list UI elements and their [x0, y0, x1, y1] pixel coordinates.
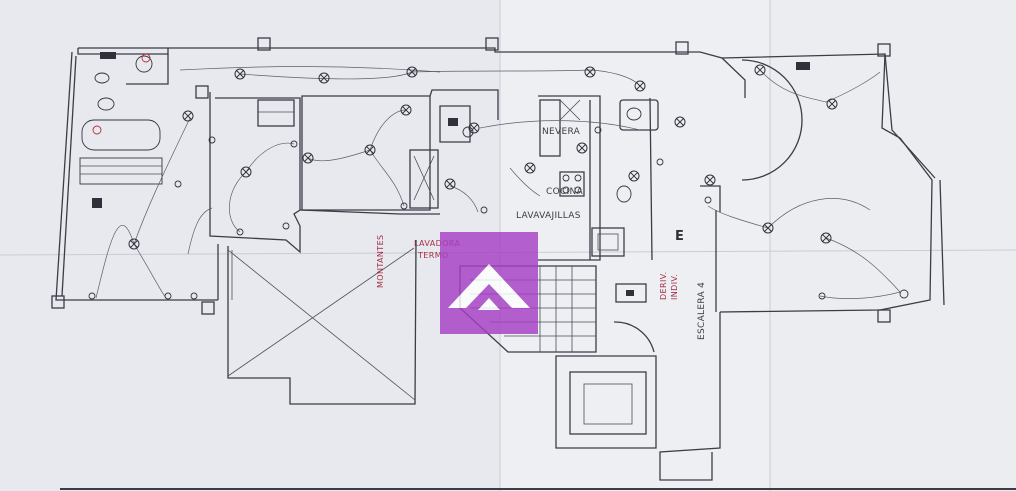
paper-panel-middle [500, 0, 770, 491]
electrical-wiring [95, 66, 901, 299]
switch-box-icon [100, 52, 116, 59]
shower-tray-icon [591, 227, 625, 257]
switch-box-icon [92, 198, 102, 208]
socket-icon [480, 206, 488, 214]
lamp-icon [182, 110, 194, 122]
socket-icon [290, 140, 298, 148]
red-outlet-icon [92, 125, 102, 135]
socket-icon [174, 180, 182, 188]
socket-icon [594, 126, 602, 134]
socket-icon [400, 202, 408, 210]
socket-icon [704, 196, 712, 204]
house-logo-icon [448, 264, 530, 310]
label-deriv-line-1: DERIV. [659, 271, 668, 300]
socket-icon [818, 292, 826, 300]
bidet-icon [94, 72, 110, 84]
lamp-icon [762, 222, 774, 234]
lamp-icon [318, 72, 330, 84]
wardrobe-icon [409, 149, 439, 209]
socket-icon [656, 158, 664, 166]
terrace-area [227, 239, 417, 405]
lamp-icon [628, 170, 640, 182]
label-montantes: MONTANTES [376, 234, 385, 288]
fridge-cabinet-icon [539, 99, 561, 157]
lamp-icon [128, 238, 140, 250]
label-lavadora: LAVADORA [414, 239, 461, 248]
watermark [440, 232, 538, 334]
wardrobe-icon [257, 99, 295, 127]
bathtub-icon [81, 119, 161, 151]
label-lavavajillas: LAVAVAJILLAS [516, 211, 581, 221]
bedroom-rooms [209, 89, 499, 300]
lamp-icon [826, 98, 838, 110]
socket-icon [462, 126, 474, 138]
label-deriv-line-2: INDIV. [670, 274, 679, 300]
socket-icon [164, 292, 172, 300]
lift-shaft-icon [569, 371, 647, 435]
lamp-icon [524, 162, 536, 174]
living-room [700, 59, 810, 312]
label-letter-e: E [675, 229, 684, 244]
meter-panel-icon [615, 283, 647, 303]
cooktop-icon [559, 171, 585, 197]
outer-walls [55, 47, 945, 481]
toilet-icon [616, 185, 632, 203]
bathroom-left [79, 52, 169, 208]
lamp-icon [576, 142, 588, 154]
lamp-icon [240, 166, 252, 178]
lamp-icon [634, 80, 646, 92]
lamp-icon [302, 152, 314, 164]
label-escalera: ESCALERA 4 [697, 282, 707, 340]
toilet-icon [97, 97, 115, 111]
lamp-icon [704, 174, 716, 186]
structural-columns [51, 37, 891, 323]
socket-icon [236, 228, 244, 236]
room-labels: MONTANTES LAVADORA TERMO NEVERA COCINA L… [376, 127, 707, 340]
label-termo: TERMO [417, 251, 449, 260]
lamp-icon [400, 104, 412, 116]
lamp-icon [364, 144, 376, 156]
socket-icon [899, 289, 909, 299]
kitchen [538, 95, 659, 261]
lamp-icon [584, 66, 596, 78]
paper-panel-left [0, 0, 500, 491]
socket-icon [282, 222, 290, 230]
sink-icon [135, 55, 153, 73]
lamp-icon [406, 66, 418, 78]
ceiling-lamps [128, 64, 838, 250]
socket-icon [88, 292, 96, 300]
lamp-icon [754, 64, 766, 76]
label-cocina: COCINA [546, 187, 584, 197]
label-nevera: NEVERA [542, 127, 581, 137]
lamp-icon [674, 116, 686, 128]
red-outlet-icon [141, 53, 151, 63]
lift-car-icon [583, 383, 633, 425]
staircase [459, 265, 657, 449]
wall-switches [88, 126, 909, 300]
socket-icon [190, 292, 198, 300]
switch-box-icon [796, 62, 810, 70]
cabinet-icon [79, 157, 163, 185]
lamp-icon [234, 68, 246, 80]
lamp-icon [444, 178, 456, 190]
lamp-icon [468, 122, 480, 134]
socket-icon [208, 136, 216, 144]
lamp-icon [820, 232, 832, 244]
switch-box-icon [448, 118, 458, 126]
